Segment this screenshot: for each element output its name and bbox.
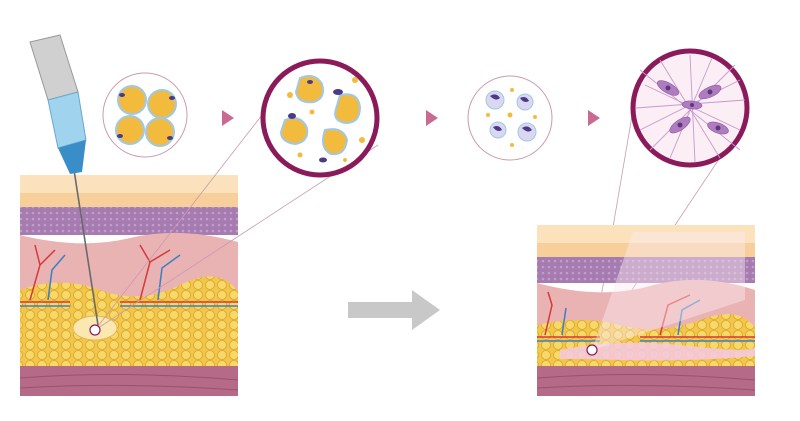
collagen-circle — [630, 48, 750, 168]
fat-cells-circle — [102, 72, 188, 158]
magnify-cone — [592, 232, 745, 350]
basal-layer — [20, 207, 238, 235]
muscle-layer — [20, 366, 238, 396]
basal-layer — [537, 257, 755, 283]
step-arrow-1 — [222, 110, 234, 126]
epidermis-top — [20, 175, 238, 195]
syringe-plunger — [29, 34, 79, 101]
magnify-point-right — [586, 344, 598, 356]
transition-arrow — [348, 290, 440, 330]
magnify-point-left — [89, 324, 101, 336]
syringe — [29, 34, 99, 326]
fat-layer — [20, 276, 238, 368]
syringe-hub — [58, 140, 86, 174]
epidermis — [20, 193, 238, 207]
syringe-fluid — [47, 91, 87, 149]
skin-block-after — [536, 225, 756, 396]
blood-vessels — [20, 244, 238, 307]
step-arrow-3 — [588, 110, 600, 126]
blood-vessels — [537, 291, 755, 342]
muscle-layer — [537, 366, 755, 396]
dermis — [20, 232, 238, 300]
new-collagen-band — [558, 342, 756, 361]
epidermis — [537, 243, 755, 257]
epidermis-top — [537, 225, 755, 245]
needle — [73, 169, 99, 326]
skin-block-before — [19, 175, 239, 396]
disrupted-cells-circle — [260, 58, 380, 178]
debris-circle — [467, 75, 553, 161]
step-arrow-2 — [426, 110, 438, 126]
